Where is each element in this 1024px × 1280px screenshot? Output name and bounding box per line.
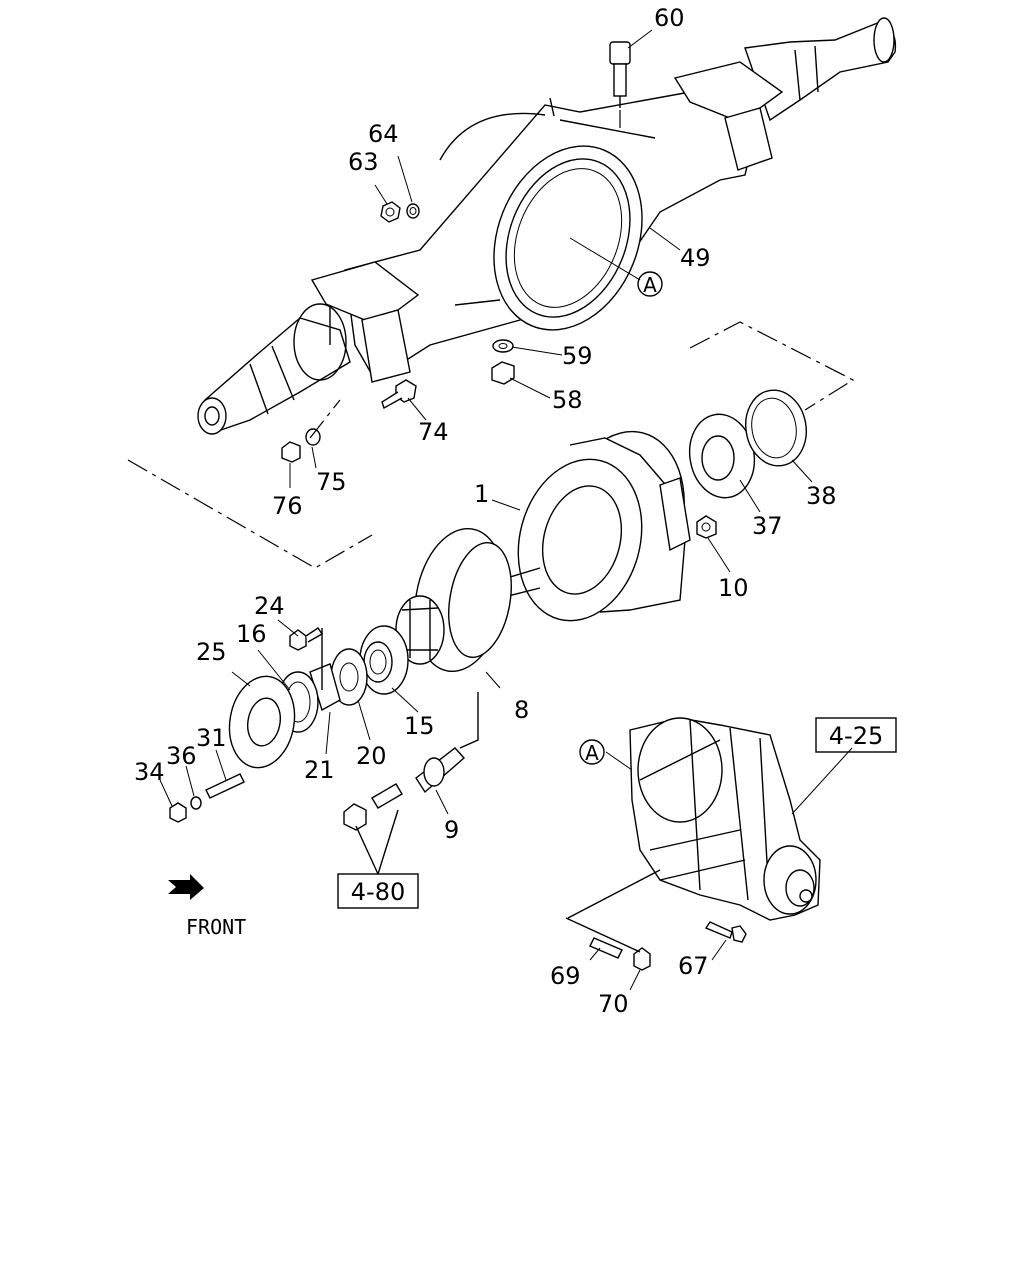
marker-a-housing: A (637, 271, 663, 297)
callout-37: 37 (752, 512, 783, 540)
callout-63: 63 (348, 148, 379, 176)
callout-1: 1 (474, 480, 489, 508)
callout-34: 34 (134, 758, 165, 786)
bolt-74 (381, 379, 417, 410)
marker-a-carrier-label: A (585, 741, 599, 765)
front-arrow-icon (168, 874, 204, 900)
vent-plug-60 (609, 41, 631, 128)
leader-lines (159, 29, 853, 991)
callout-49: 49 (680, 244, 711, 272)
marker-a-housing-label: A (643, 273, 657, 297)
nut-76 (281, 441, 301, 463)
bolt-63 (380, 201, 401, 223)
washer-59 (492, 339, 514, 353)
case-8 (395, 527, 512, 673)
stud-31 (205, 773, 245, 799)
breather-9 (415, 747, 465, 794)
reference-4-80[interactable]: 4-80 (337, 873, 419, 909)
seal-38 (745, 389, 807, 467)
callout-15: 15 (404, 712, 435, 740)
callout-60: 60 (654, 4, 685, 32)
drum-1 (517, 430, 691, 622)
callout-70: 70 (598, 990, 629, 1018)
reference-4-80-label: 4-80 (351, 878, 405, 906)
callout-9: 9 (444, 816, 459, 844)
plug-58 (491, 361, 515, 385)
nut-34 (169, 802, 187, 823)
axle-housing (197, 17, 897, 435)
bearing-37 (688, 413, 756, 499)
reference-4-25-label: 4-25 (829, 722, 883, 750)
callout-16: 16 (236, 620, 267, 648)
callout-67: 67 (678, 952, 709, 980)
callout-21: 21 (304, 756, 335, 784)
bolt-24 (289, 627, 323, 651)
front-label: FRONT (186, 915, 246, 939)
washer-36 (190, 796, 202, 810)
differential-carrier (629, 717, 821, 921)
nut-10 (696, 515, 717, 539)
callout-8: 8 (514, 696, 529, 724)
callout-64: 64 (368, 120, 399, 148)
washer-75 (305, 428, 321, 446)
bolt-67 (704, 921, 747, 943)
fittings-4-80 (343, 783, 403, 831)
callout-69: 69 (550, 962, 581, 990)
callout-31: 31 (196, 724, 227, 752)
nut-70 (633, 947, 651, 971)
plate-25 (228, 675, 296, 769)
callout-numbers: 60 64 63 49 59 58 74 75 76 1 38 37 10 24… (134, 4, 837, 1018)
callout-25: 25 (196, 638, 227, 666)
callout-75: 75 (316, 468, 347, 496)
callout-59: 59 (562, 342, 593, 370)
washer-64 (406, 203, 420, 219)
flange-20 (330, 648, 368, 706)
callout-20: 20 (356, 742, 387, 770)
front-indicator: FRONT (168, 874, 246, 939)
stud-69 (589, 937, 623, 959)
bearing-15 (359, 625, 409, 695)
callout-10: 10 (718, 574, 749, 602)
reference-4-25[interactable]: 4-25 (815, 717, 897, 753)
callout-76: 76 (272, 492, 303, 520)
callout-58: 58 (552, 386, 583, 414)
callout-24: 24 (254, 592, 285, 620)
callout-38: 38 (806, 482, 837, 510)
marker-a-carrier: A (579, 739, 605, 765)
callout-74: 74 (418, 418, 449, 446)
callout-36: 36 (166, 742, 197, 770)
